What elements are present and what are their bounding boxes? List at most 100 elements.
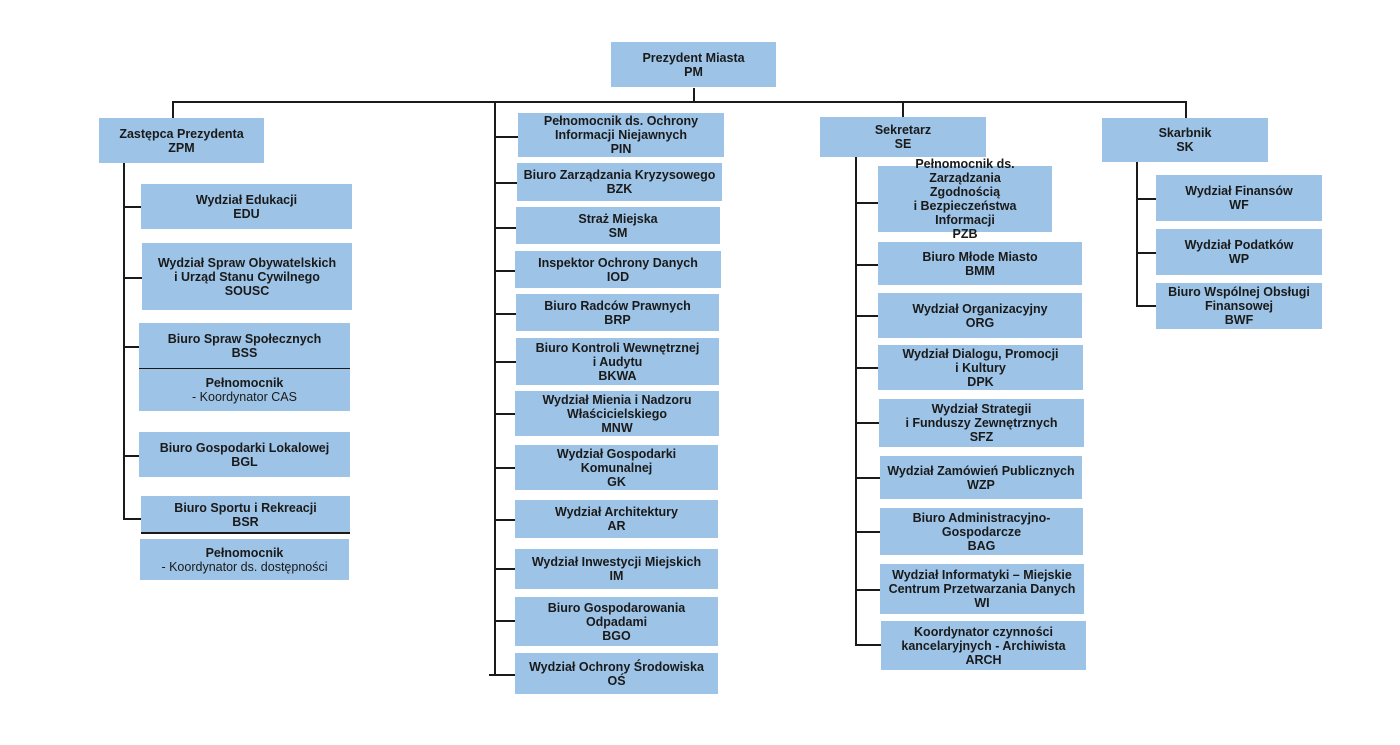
pzb-box: Pełnomocnik ds. Zarządzania Zgodnością i… <box>878 157 1052 241</box>
sm-box: Straż Miejska SM <box>516 207 720 244</box>
connector <box>1185 101 1187 118</box>
box-code: SE <box>894 137 912 151</box>
bwf-box: Biuro Wspólnej Obsługi Finansowej BWF <box>1156 283 1322 329</box>
connector <box>123 163 125 519</box>
box-code: OŚ <box>607 673 626 688</box>
bgo-box: Biuro Gospodarowania Odpadami BGO <box>515 597 718 646</box>
box-code: DPK <box>967 374 994 389</box>
zastepca-box: Zastępca Prezydenta ZPM <box>99 118 264 163</box>
connector <box>855 367 878 369</box>
connector <box>123 277 142 279</box>
box-title: Biuro Spraw Społecznych <box>167 332 322 346</box>
box-code: WI <box>974 596 990 610</box>
bsr-box: Biuro Sportu i Rekreacji BSR <box>141 496 350 533</box>
box-title: Biuro Radców Prawnych <box>544 298 691 313</box>
sekretarz-box: Sekretarz SE <box>820 117 986 157</box>
connector <box>494 620 515 622</box>
box-title: Zgodnością <box>929 185 1001 199</box>
box-title: Finansowej <box>1204 299 1274 313</box>
mnw-box: Wydział Mienia i Nadzoru Właścicielskieg… <box>515 391 719 436</box>
box-code: PZB <box>952 227 978 241</box>
box-title: Biuro Administracyjno- <box>912 510 1051 525</box>
box-code: IM <box>609 569 624 583</box>
box-title: Biuro Gospodarowania <box>547 600 686 615</box>
box-title: Wydział Dialogu, Promocji <box>902 346 1059 361</box>
sousc-box: Wydział Spraw Obywatelskich i Urząd Stan… <box>142 243 352 310</box>
bss-box: Biuro Spraw Społecznych BSS <box>139 323 350 369</box>
box-title: Wydział Spraw Obywatelskich <box>157 255 337 270</box>
box-title: Właścicielskiego <box>566 406 668 421</box>
skarbnik-box: Skarbnik SK <box>1102 118 1268 162</box>
box-code: SM <box>608 225 628 240</box>
box-title: Wydział Ochrony Środowiska <box>529 659 704 674</box>
box-code: BKWA <box>598 368 637 383</box>
bzk-box: Biuro Zarządzania Kryzysowego BZK <box>517 163 722 201</box>
connector <box>494 519 515 521</box>
box-title: Koordynator czynności <box>914 624 1053 639</box>
box-title: i Urząd Stanu Cywilnego <box>174 269 320 284</box>
box-title: Komunalnej <box>580 460 653 475</box>
box-code: AR <box>607 519 626 533</box>
box-title: Skarbnik <box>1158 126 1212 140</box>
box-code: SFZ <box>969 430 994 444</box>
box-title: Pełnomocnik <box>205 376 284 390</box>
box-code: EDU <box>233 206 260 221</box>
ar-box: Wydział Architektury AR <box>515 500 718 538</box>
os-box: Wydział Ochrony Środowiska OŚ <box>515 653 718 694</box>
connector <box>123 455 139 457</box>
divider <box>139 368 350 370</box>
connector <box>855 157 857 645</box>
connector <box>855 315 878 317</box>
sfz-box: Wydział Strategii i Funduszy Zewnętrznyc… <box>879 399 1084 447</box>
bmm-box: Biuro Młode Miasto BMM <box>878 242 1082 285</box>
connector <box>1136 198 1156 200</box>
connector <box>123 346 139 348</box>
box-title: i Audytu <box>592 354 643 369</box>
box-code: BZK <box>606 182 633 196</box>
box-title: Biuro Zarządzania Kryzysowego <box>523 168 716 182</box>
box-title: Pełnomocnik ds. Zarządzania <box>915 157 1015 185</box>
box-title: Inspektor Ochrony Danych <box>538 255 698 270</box>
box-code: IOD <box>606 269 630 284</box>
box-code: BMM <box>965 263 995 278</box>
box-code: BRP <box>604 312 631 327</box>
connector <box>902 101 904 118</box>
box-title: Straż Miejska <box>578 211 658 226</box>
connector <box>494 136 518 138</box>
wzp-box: Wydział Zamówień Publicznych WZP <box>880 456 1082 499</box>
connector <box>494 270 515 272</box>
box-title: Wydział Podatków <box>1184 238 1294 252</box>
connector <box>123 206 141 208</box>
connector <box>855 422 879 424</box>
box-code: PM <box>684 64 703 79</box>
box-title: Biuro Gospodarki Lokalowej <box>159 440 330 455</box>
wf-box: Wydział Finansów WF <box>1156 175 1322 221</box>
box-code: GK <box>607 474 626 489</box>
connector <box>855 531 880 533</box>
box-code: BWF <box>1224 313 1254 327</box>
im-box: Wydział Inwestycji Miejskich IM <box>515 549 718 589</box>
connector <box>855 589 880 591</box>
divider <box>141 532 350 534</box>
box-title: Gospodarcze <box>941 524 1022 539</box>
connector <box>494 227 516 229</box>
connector <box>855 477 880 479</box>
box-code: SK <box>1176 140 1194 154</box>
connector <box>494 313 516 315</box>
box-code: BAG <box>967 538 996 553</box>
box-code: SOUSC <box>224 283 270 298</box>
connector <box>489 674 515 676</box>
box-title: Wydział Organizacyjny <box>912 301 1048 316</box>
box-code: BSS <box>231 346 258 360</box>
box-code: PIN <box>610 142 632 156</box>
edu-box: Wydział Edukacji EDU <box>141 184 352 229</box>
box-title: Biuro Wspólnej Obsługi <box>1168 285 1310 299</box>
gk-box: Wydział Gospodarki Komunalnej GK <box>515 445 718 490</box>
connector <box>494 467 515 469</box>
connector <box>494 101 496 675</box>
box-title: Wydział Finansów <box>1185 184 1293 198</box>
box-title: Wydział Edukacji <box>195 192 298 207</box>
box-title: Informacji Niejawnych <box>555 128 687 142</box>
box-title: Wydział Architektury <box>555 505 678 519</box>
box-code: WZP <box>967 477 995 492</box>
